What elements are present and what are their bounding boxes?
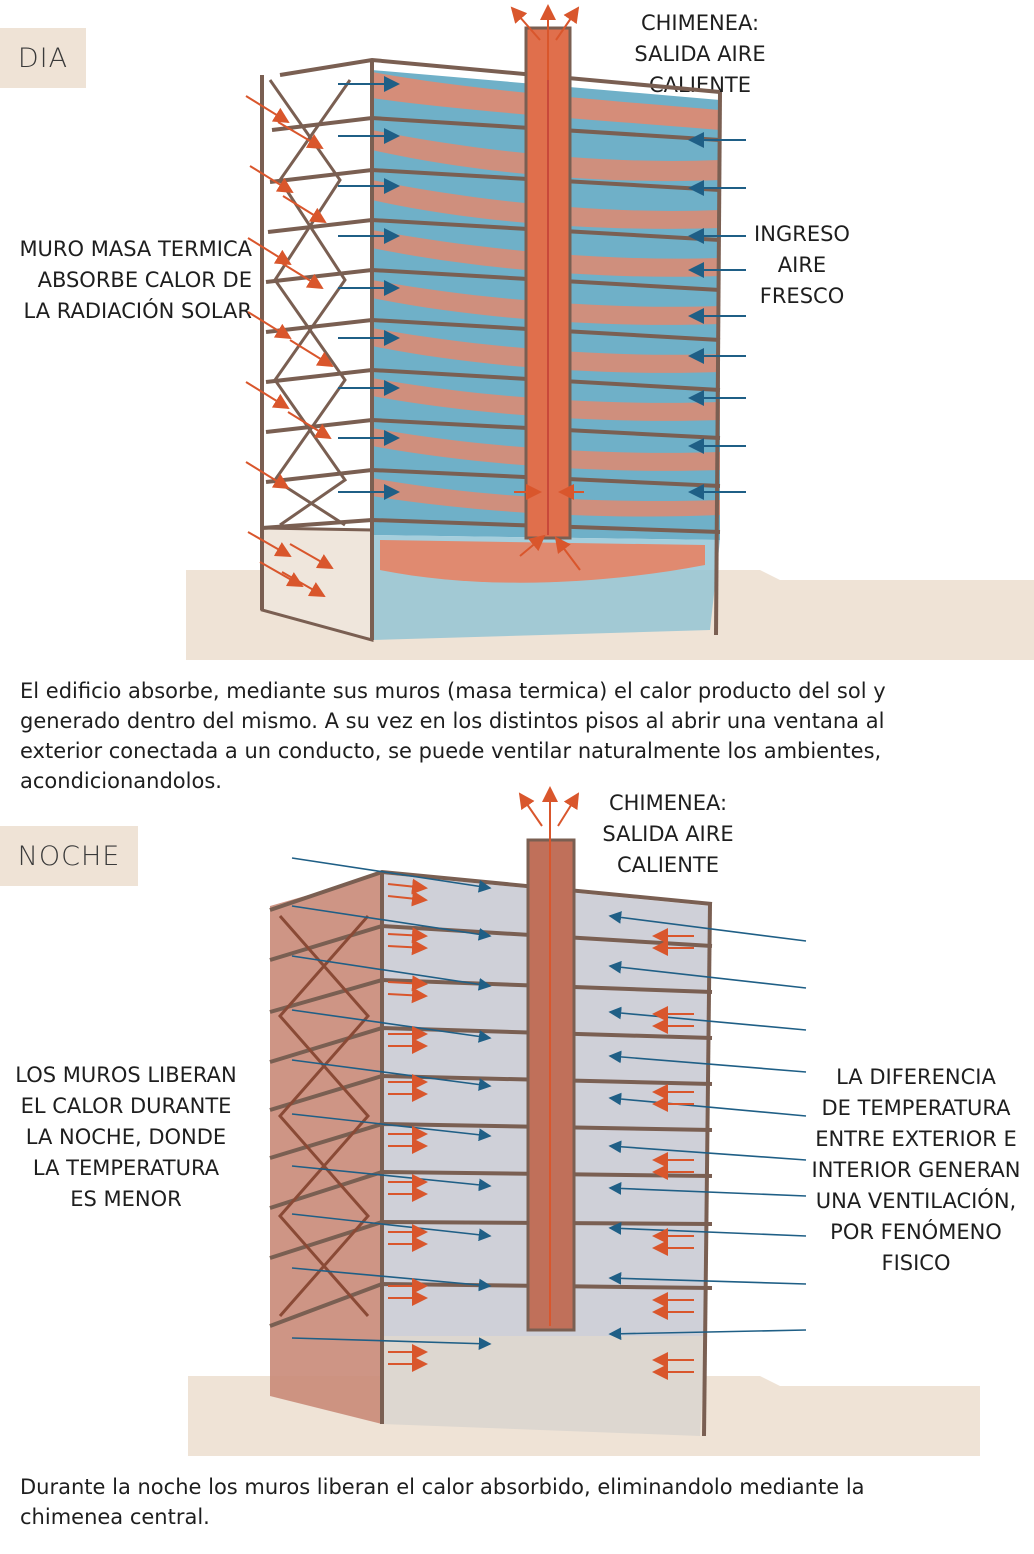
night-building-illustration xyxy=(188,786,980,1456)
night-right-line-5: UNA VENTILACIÓN, xyxy=(815,1189,1017,1213)
night-chimney-line-2: SALIDA AIRE xyxy=(602,822,734,846)
day-description-line-4: acondicionandolos. xyxy=(20,769,222,793)
night-chimney-label: CHIMENEA: SALIDA AIRE CALIENTE xyxy=(568,788,768,881)
day-cool-air-left-arrows xyxy=(338,76,400,500)
day-chimney-line-1: CHIMENEA: xyxy=(640,11,760,35)
night-chimney-line-3: CALIENTE xyxy=(617,853,719,877)
day-description-line-2: generado dentro del mismo. A su vez en l… xyxy=(20,709,885,733)
night-tag: NOCHE xyxy=(0,826,138,886)
day-right-line-2: AIRE xyxy=(777,253,827,277)
day-right-line-3: FRESCO xyxy=(759,284,845,308)
night-description: Durante la noche los muros liberan el ca… xyxy=(20,1472,1020,1532)
day-chimney-line-3: CALIENTE xyxy=(649,73,751,97)
night-right-line-7: FISICO xyxy=(881,1251,951,1275)
night-cool-air-right-arrows xyxy=(608,911,807,1341)
night-ground-floor xyxy=(382,1336,706,1436)
day-right-label: INGRESO AIRE FRESCO xyxy=(742,219,862,312)
night-right-line-3: ENTRE EXTERIOR E xyxy=(815,1127,1017,1151)
day-description: El edificio absorbe, mediante sus muros … xyxy=(20,676,1020,796)
night-left-line-4: LA TEMPERATURA xyxy=(32,1156,220,1180)
day-description-line-1: El edificio absorbe, mediante sus muros … xyxy=(20,679,886,703)
night-heat-release-left-arrows xyxy=(387,878,428,1372)
night-right-label: LA DIFERENCIA DE TEMPERATURA ENTRE EXTER… xyxy=(800,1062,1032,1279)
day-left-label: MURO MASA TERMICA ABSORBE CALOR DE LA RA… xyxy=(0,234,252,327)
day-chimney-line-2: SALIDA AIRE xyxy=(634,42,766,66)
night-description-line-1: Durante la noche los muros liberan el ca… xyxy=(20,1475,865,1499)
day-building-illustration xyxy=(186,4,1034,660)
night-cool-air-left-arrows xyxy=(291,857,492,1351)
night-chimney-line-1: CHIMENEA: xyxy=(608,791,728,815)
day-solar-arrows xyxy=(245,95,334,597)
night-description-line-2: chimenea central. xyxy=(20,1505,210,1529)
day-truss xyxy=(268,79,352,527)
day-slabs xyxy=(260,57,722,640)
night-right-line-6: POR FENÓMENO xyxy=(830,1220,1002,1244)
day-chimney-label: CHIMENEA: SALIDA AIRE CALIENTE xyxy=(600,8,800,101)
day-left-line-2: ABSORBE CALOR DE xyxy=(37,268,252,292)
night-right-line-2: DE TEMPERATURA xyxy=(821,1096,1011,1120)
night-chimney-out-arrows xyxy=(518,786,580,876)
night-right-line-4: INTERIOR GENERAN xyxy=(811,1158,1021,1182)
night-left-label: LOS MUROS LIBERAN EL CALOR DURANTE LA NO… xyxy=(0,1060,252,1215)
day-tag: DIA xyxy=(0,28,86,88)
night-heat-release-right-arrows xyxy=(652,928,694,1380)
day-chimney-out-arrows xyxy=(510,4,580,80)
night-slabs xyxy=(269,869,713,1437)
day-cool-air-right-arrows xyxy=(688,132,746,500)
night-truss xyxy=(278,915,370,1317)
night-left-line-5: ES MENOR xyxy=(70,1187,182,1211)
night-right-line-1: LA DIFERENCIA xyxy=(836,1065,996,1089)
day-right-line-1: INGRESO xyxy=(754,222,850,246)
day-description-line-3: exterior conectada a un conducto, se pue… xyxy=(20,739,882,763)
night-left-line-3: LA NOCHE, DONDE xyxy=(25,1125,227,1149)
night-left-line-1: LOS MUROS LIBERAN xyxy=(15,1063,237,1087)
day-left-line-1: MURO MASA TERMICA xyxy=(19,237,252,261)
day-left-line-3: LA RADIACIÓN SOLAR xyxy=(23,299,252,323)
night-left-line-2: EL CALOR DURANTE xyxy=(20,1094,232,1118)
day-hot-air-into-chimney xyxy=(514,484,584,571)
